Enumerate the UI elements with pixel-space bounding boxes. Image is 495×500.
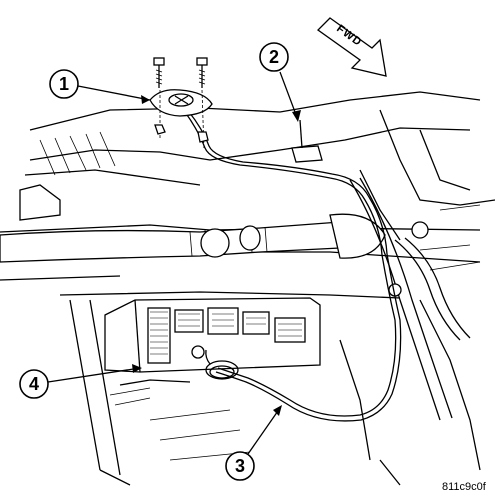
callout-4-group: 4 <box>19 364 142 399</box>
fwd-direction-arrow: FWD <box>316 17 387 77</box>
mounting-screw-right <box>196 57 208 88</box>
air-duct-hose <box>0 213 386 263</box>
callout-2-circle <box>259 42 289 72</box>
callout-2-group: 2 <box>259 42 301 122</box>
mounting-screw-left <box>153 57 165 88</box>
wiring-harness-right <box>349 177 481 421</box>
antenna-cable <box>184 111 402 422</box>
callout-4-number: 4 <box>29 374 39 394</box>
callout-1-number: 1 <box>59 74 69 94</box>
figure-id: 811c9c0f <box>442 481 487 493</box>
callout-2-number: 2 <box>269 47 279 67</box>
callout-1-group: 1 <box>49 69 151 104</box>
callout-3-group: 3 <box>225 405 282 481</box>
callout-3-circle <box>225 451 255 481</box>
cable-retainer-clip <box>291 119 323 163</box>
callout-3-number: 3 <box>235 456 245 476</box>
callout-4-circle <box>19 369 49 399</box>
callout-1-circle <box>49 69 79 99</box>
antenna-base <box>149 89 213 151</box>
dash-cross-beam <box>0 91 495 486</box>
radio-receiver <box>104 297 321 406</box>
